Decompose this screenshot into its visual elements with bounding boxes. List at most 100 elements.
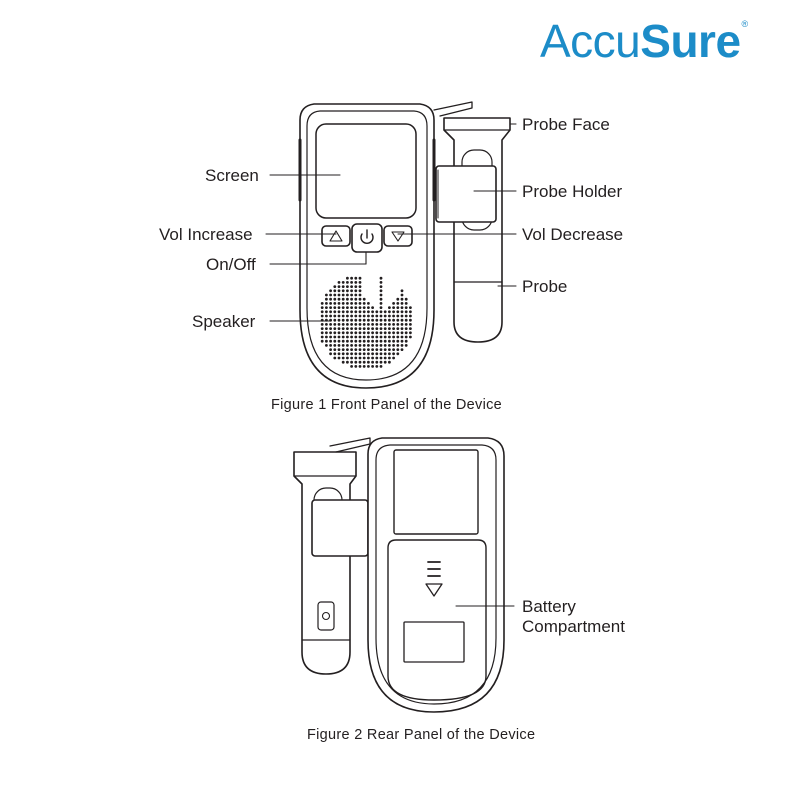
speaker-hole: [341, 360, 345, 364]
speaker-hole: [404, 297, 408, 301]
speaker-hole: [325, 293, 328, 297]
speaker-hole: [358, 348, 362, 351]
speaker-hole: [329, 314, 332, 318]
speaker-hole: [350, 323, 353, 326]
speaker-hole: [404, 318, 408, 322]
speaker-hole: [396, 297, 400, 301]
speaker-hole: [333, 323, 337, 326]
speaker-hole: [379, 360, 383, 364]
speaker-hole: [392, 356, 395, 360]
speaker-hole: [371, 323, 374, 326]
speaker-hole: [367, 335, 370, 339]
speaker-hole: [337, 344, 341, 347]
speaker-hole: [354, 365, 358, 368]
speaker-hole: [329, 289, 332, 293]
speaker-hole: [383, 331, 387, 335]
speaker-hole: [388, 356, 391, 360]
speaker-hole: [362, 306, 366, 309]
speaker-hole: [329, 310, 332, 314]
speaker-hole: [354, 323, 358, 326]
power-button: [351, 223, 383, 253]
speaker-hole: [354, 302, 358, 305]
speaker-hole: [375, 335, 379, 339]
speaker-hole: [379, 323, 383, 326]
speaker-hole: [362, 344, 366, 347]
speaker-hole: [358, 356, 362, 360]
speaker-hole: [371, 314, 374, 318]
speaker-hole: [392, 348, 395, 351]
speaker-hole: [375, 314, 379, 318]
label-vol-increase: Vol Increase: [159, 225, 253, 244]
speaker-hole: [358, 293, 362, 297]
speaker-hole: [409, 310, 412, 314]
probe-body: [443, 117, 511, 343]
speaker-hole: [346, 360, 349, 364]
speaker-hole: [409, 331, 412, 335]
speaker-hole: [383, 323, 387, 326]
brand-logo: AccuSure®: [540, 18, 748, 64]
speaker-hole: [375, 339, 379, 343]
speaker-hole: [388, 335, 391, 339]
speaker-hole: [404, 314, 408, 318]
speaker-hole: [400, 297, 404, 301]
speaker-hole: [325, 302, 328, 305]
speaker-hole: [337, 356, 341, 360]
figure2-caption: Figure 2 Rear Panel of the Device: [307, 727, 536, 743]
speaker-hole: [375, 327, 379, 330]
speaker-hole: [329, 335, 332, 339]
speaker-hole: [371, 352, 374, 356]
speaker-hole: [329, 302, 332, 305]
speaker-hole: [400, 318, 404, 322]
speaker-hole: [367, 318, 370, 322]
speaker-hole: [392, 327, 395, 330]
speaker-hole: [400, 344, 404, 347]
rear-probe-button-icon: [321, 611, 331, 621]
speaker-hole: [379, 327, 383, 330]
speaker-hole: [367, 302, 370, 305]
speaker-hole: [346, 289, 349, 293]
speaker-hole: [337, 348, 341, 351]
rear-panel-device: [293, 437, 515, 713]
speaker-hole: [354, 289, 358, 293]
speaker-hole: [392, 335, 395, 339]
speaker-hole: [337, 352, 341, 356]
speaker-hole: [379, 293, 383, 297]
speaker-hole: [354, 352, 358, 356]
speaker-hole: [341, 348, 345, 351]
speaker-hole: [346, 348, 349, 351]
label-vol-decrease: Vol Decrease: [522, 225, 624, 244]
speaker-hole: [333, 348, 337, 351]
speaker-hole: [400, 335, 404, 339]
speaker-hole: [354, 348, 358, 351]
speaker-hole: [383, 360, 387, 364]
speaker-hole: [346, 352, 349, 356]
speaker-hole: [333, 318, 337, 322]
speaker-hole: [333, 331, 337, 335]
label-on-off: On/Off: [206, 255, 256, 274]
speaker-hole: [346, 323, 349, 326]
speaker-hole: [341, 306, 345, 309]
speaker-hole: [379, 310, 383, 314]
speaker-hole: [367, 327, 370, 330]
speaker-hole: [358, 365, 362, 368]
speaker-hole: [362, 365, 366, 368]
speaker-hole: [371, 310, 374, 314]
speaker-hole: [354, 297, 358, 301]
speaker-hole: [388, 327, 391, 330]
speaker-hole: [362, 360, 366, 364]
speaker-hole: [383, 310, 387, 314]
speaker-hole: [341, 344, 345, 347]
speaker-hole: [404, 306, 408, 309]
speaker-hole: [396, 310, 400, 314]
speaker-hole: [346, 302, 349, 305]
speaker-hole: [371, 348, 374, 351]
label-probe: Probe: [522, 277, 568, 296]
speaker-hole: [404, 335, 408, 339]
speaker-hole: [371, 344, 374, 347]
speaker-hole: [350, 365, 353, 368]
speaker-hole: [379, 297, 383, 301]
speaker-hole: [337, 297, 341, 301]
speaker-hole: [346, 318, 349, 322]
speaker-hole: [325, 323, 328, 326]
speaker-hole: [367, 310, 370, 314]
